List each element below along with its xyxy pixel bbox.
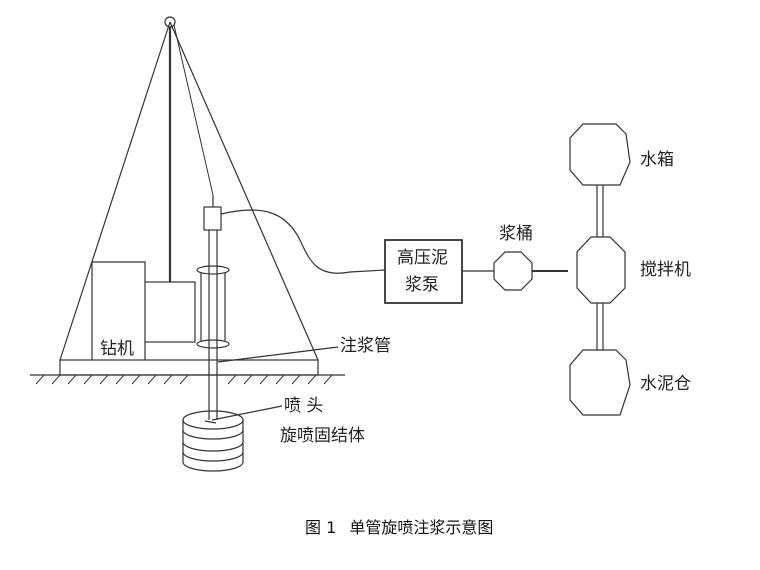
grout-pipe-leader	[217, 346, 339, 363]
hoist-lines	[168, 24, 222, 282]
mixer-label: 搅拌机	[640, 260, 691, 280]
mixer	[576, 236, 626, 304]
cement-silo	[569, 349, 631, 416]
pump-label-line2: 浆泵	[405, 275, 439, 295]
swivel-head	[203, 206, 222, 231]
derrick	[59, 16, 319, 361]
grout-tank-label: 浆桶	[499, 224, 533, 244]
grout-tank	[493, 251, 533, 291]
pump-label-line1: 高压泥	[397, 248, 448, 268]
figure-number: 图 1	[305, 518, 337, 537]
base-platform	[59, 359, 319, 376]
ground	[30, 374, 345, 385]
figure-title: 单管旋喷注浆示意图	[349, 518, 494, 537]
drill-rod	[196, 230, 230, 420]
solidified-body	[182, 410, 244, 472]
connector-pipes	[596, 185, 604, 350]
cement-silo-label: 水泥仓	[640, 374, 691, 394]
grout-pipe-label: 注浆管	[340, 336, 391, 356]
figure-caption: 图 1 单管旋喷注浆示意图	[305, 520, 493, 536]
nozzle-leader	[211, 405, 283, 421]
drill-label: 钻机	[100, 339, 134, 359]
high-pressure-hose	[220, 209, 386, 274]
water-tank	[569, 123, 631, 186]
water-tank-label: 水箱	[640, 150, 674, 170]
solidified-body-label: 旋喷固结体	[280, 426, 365, 446]
nozzle-label: 喷 头	[284, 396, 324, 416]
